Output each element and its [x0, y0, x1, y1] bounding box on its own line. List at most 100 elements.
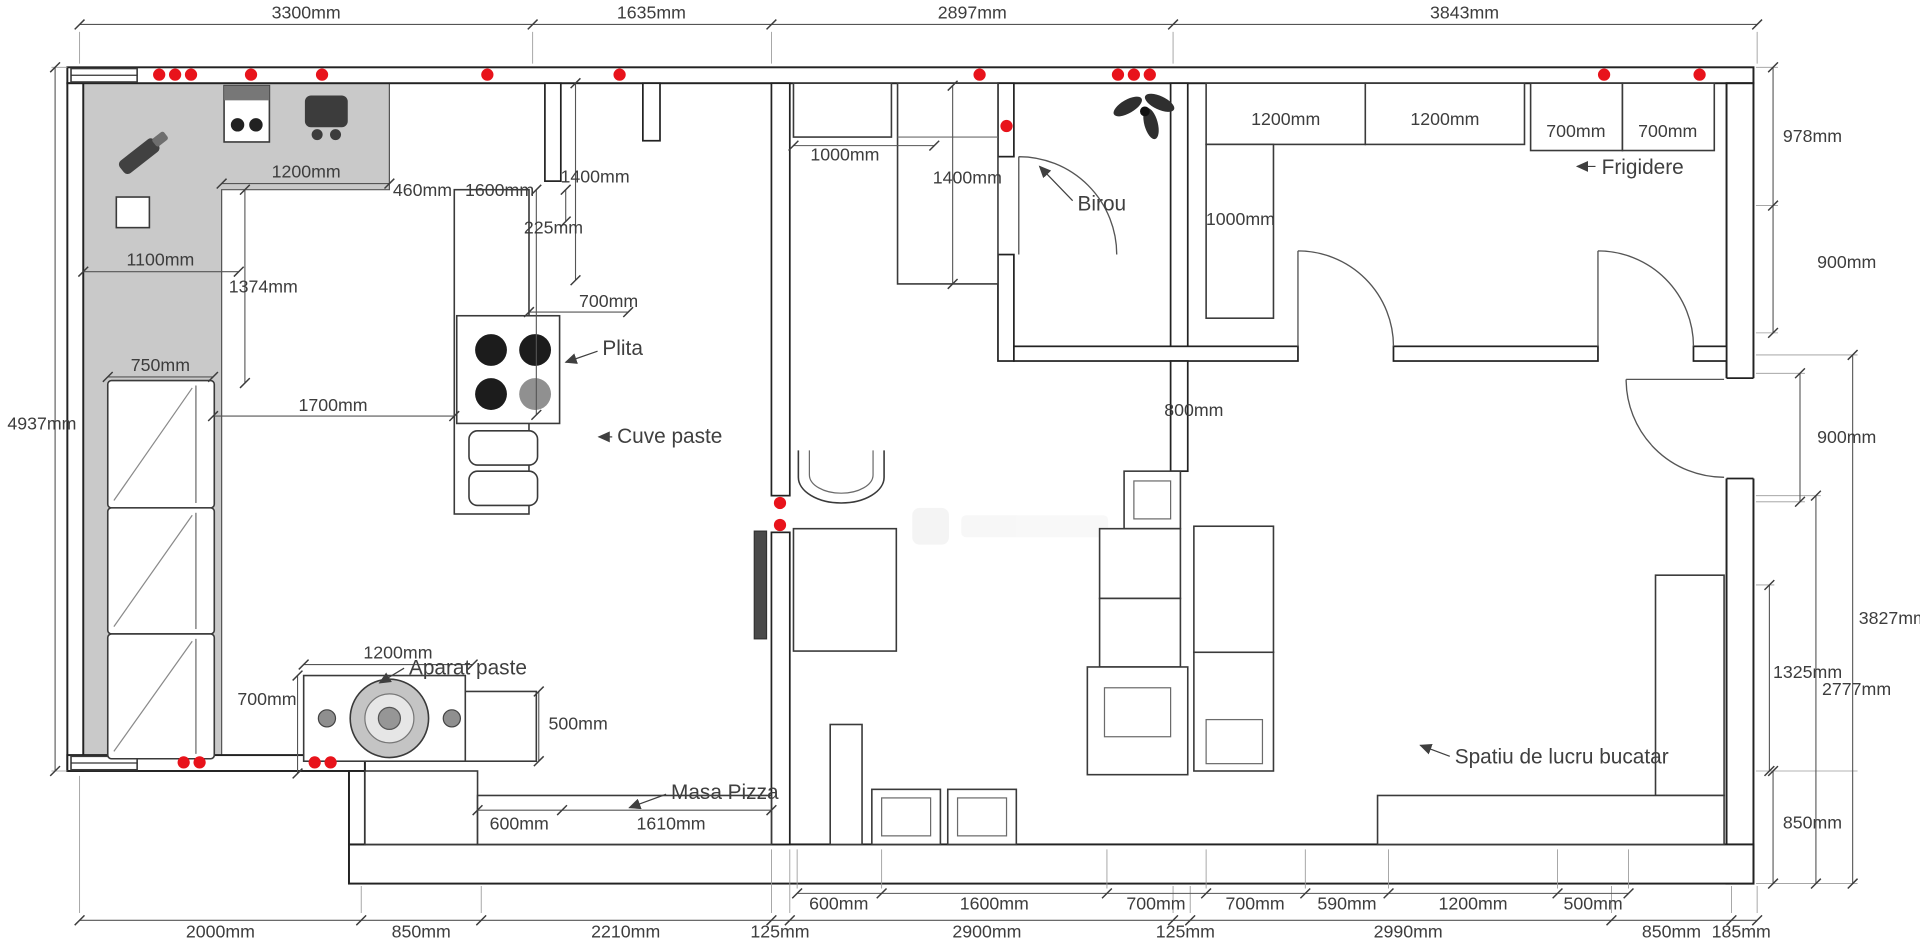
dim-label: 900mm	[1817, 252, 1876, 272]
middle-room	[792, 82, 1018, 846]
right-wall-opening-edges	[1726, 377, 1754, 480]
dim-label: 2777mm	[1822, 679, 1891, 699]
dim-label: 1400mm	[561, 166, 630, 186]
office-room	[1113, 93, 1175, 140]
dim-label: 700mm	[1226, 893, 1285, 913]
dim-label: 1200mm	[272, 161, 341, 181]
entry-wall-stub	[642, 82, 661, 142]
pizza-area	[364, 770, 773, 846]
kitchen-block	[453, 188, 561, 515]
counter-right-wall	[1654, 574, 1725, 797]
cabinet-1000	[1205, 143, 1275, 319]
corridor-wall-lower	[770, 531, 791, 846]
dim-label: 600mm	[490, 814, 549, 834]
label-cuve-paste: Cuve paste	[617, 425, 722, 448]
dim-labels-right: 978mm 900mm 900mm 3827mm 1325mm 2777mm 8…	[1773, 126, 1920, 833]
counter-bottom-right	[1376, 794, 1725, 846]
sliding-door-leaf	[753, 530, 768, 640]
dim-label: 1000mm	[810, 144, 879, 164]
dim-label: 500mm	[1563, 893, 1622, 913]
door-right-wall	[1625, 378, 1725, 478]
kitchen-wall-stub	[544, 82, 562, 182]
label-frigidere: Frigidere	[1602, 156, 1684, 179]
dim-label: 2990mm	[1374, 921, 1443, 941]
dim-labels-bottom-outer: 2000mm 850mm 2210mm 125mm 2900mm 125mm 2…	[186, 921, 1771, 941]
dim-label: 900mm	[1817, 427, 1876, 447]
extension-lines	[51, 31, 1858, 913]
pizza-table	[476, 794, 773, 846]
leader-birou	[1038, 165, 1074, 202]
doors	[753, 155, 1725, 640]
sofa-unit	[106, 633, 216, 760]
office-wall-upper	[997, 82, 1015, 158]
dim-label: 600mm	[809, 893, 868, 913]
dim-label: 1635mm	[617, 2, 686, 22]
corridor-wall-upper	[770, 82, 791, 497]
dim-label: 3300mm	[272, 2, 341, 22]
dim-label: 1200mm	[1439, 893, 1508, 913]
dim-label: 750mm	[131, 355, 190, 375]
wall-right	[1725, 82, 1755, 885]
dim-label: 3827mm	[1859, 608, 1920, 628]
leader-aparat-paste	[378, 667, 405, 684]
dim-label: 978mm	[1783, 126, 1842, 146]
square-fixture	[792, 527, 898, 652]
dim-labels-top: 3300mm 1635mm 2897mm 3843mm	[272, 2, 1499, 22]
counter-1000	[792, 82, 893, 138]
sink-unit	[946, 788, 1018, 846]
label-plita: Plita	[602, 337, 643, 360]
door-fridge-room-b	[1597, 250, 1695, 347]
equipment-box-inner	[1103, 687, 1172, 738]
door-fridge-room-a	[1297, 250, 1395, 347]
equipment-box	[1098, 597, 1182, 668]
wall-step	[348, 770, 366, 846]
leader-masa-pizza	[628, 793, 667, 810]
dim-label: 2000mm	[186, 921, 255, 941]
dim-label: 1600mm	[465, 180, 534, 200]
pasta-roller	[317, 709, 337, 728]
label-aparat-paste: Aparat paste	[409, 656, 527, 679]
dim-label: 1400mm	[933, 168, 1002, 188]
dimension-lines	[54, 23, 1854, 921]
divider-wall-c	[1692, 345, 1728, 362]
dimension-ticks	[49, 19, 1859, 926]
dim-labels-bottom-inner: 600mm 1600mm 700mm 700mm 590mm 1200mm 50…	[809, 893, 1622, 913]
equipment-box	[1193, 525, 1275, 654]
fridge-room	[1205, 82, 1716, 319]
burner	[519, 334, 552, 366]
dim-label: 700mm	[237, 689, 296, 709]
dim-label: 4937mm	[7, 414, 76, 434]
wall-bottom	[347, 843, 1755, 885]
dim-label: 1200mm	[1410, 109, 1479, 129]
dim-label: 2210mm	[591, 921, 660, 941]
door-office	[1018, 155, 1118, 255]
dim-label: 590mm	[1317, 893, 1376, 913]
dim-label: 1600mm	[960, 893, 1029, 913]
label-masa-pizza: Masa Pizza	[671, 781, 779, 804]
dim-label: 1200mm	[1251, 109, 1320, 129]
annotation-labels: Plita Cuve paste Birou Frigidere Aparat …	[409, 156, 1684, 804]
grinder-icon	[304, 95, 348, 141]
annotation-leaders	[378, 160, 1596, 810]
dim-label: 1200mm	[363, 642, 432, 662]
pasta-wheel-hub	[377, 706, 402, 730]
window-bottom-left	[70, 755, 138, 771]
dim-label: 2900mm	[952, 921, 1021, 941]
dim-label: 1000mm	[1206, 209, 1275, 229]
sofa-column	[106, 379, 216, 760]
interior-walls	[544, 82, 1755, 846]
watermark	[912, 507, 1109, 545]
dim-label: 700mm	[579, 291, 638, 311]
right-wall-opening	[1725, 378, 1755, 479]
divider-wall-a	[1013, 345, 1299, 362]
dim-label: 1325mm	[1773, 662, 1842, 682]
dim-label: 850mm	[1783, 813, 1842, 833]
pizza-corner-block	[364, 770, 479, 846]
leader-plita	[564, 350, 598, 364]
equipment-box	[1098, 527, 1182, 600]
dim-label: 1374mm	[229, 276, 298, 296]
windows	[70, 67, 138, 771]
sofa-unit	[106, 379, 216, 509]
